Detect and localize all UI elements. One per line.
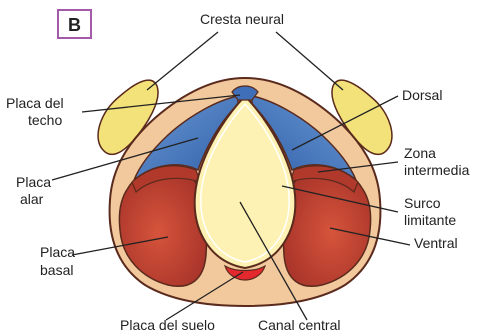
label-roof-plate-line1: Placa del: [6, 95, 64, 111]
label-sulcus-limitans-line1: Surco: [404, 195, 441, 211]
leader-crest-right: [276, 32, 343, 90]
label-neural-crest: Cresta neural: [200, 11, 284, 27]
label-intermediate-zone-line1: Zona: [404, 145, 436, 161]
panel-letter: B: [68, 15, 81, 35]
label-basal-plate-line1: Placa: [40, 244, 75, 260]
label-sulcus-limitans-line2: limitante: [404, 212, 456, 228]
label-central-canal: Canal central: [258, 317, 341, 333]
roof-plate: [232, 86, 258, 100]
label-intermediate-zone-line2: intermedia: [404, 162, 470, 178]
label-alar-plate-line1: Placa: [16, 174, 51, 190]
label-roof-plate-line2: techo: [28, 112, 62, 128]
label-floor-plate: Placa del suelo: [120, 317, 215, 333]
label-ventral: Ventral: [414, 235, 458, 251]
label-basal-plate-line2: basal: [40, 262, 73, 278]
label-alar-plate-line2: alar: [20, 191, 44, 207]
leader-crest-left: [147, 32, 218, 90]
label-dorsal: Dorsal: [402, 87, 442, 103]
